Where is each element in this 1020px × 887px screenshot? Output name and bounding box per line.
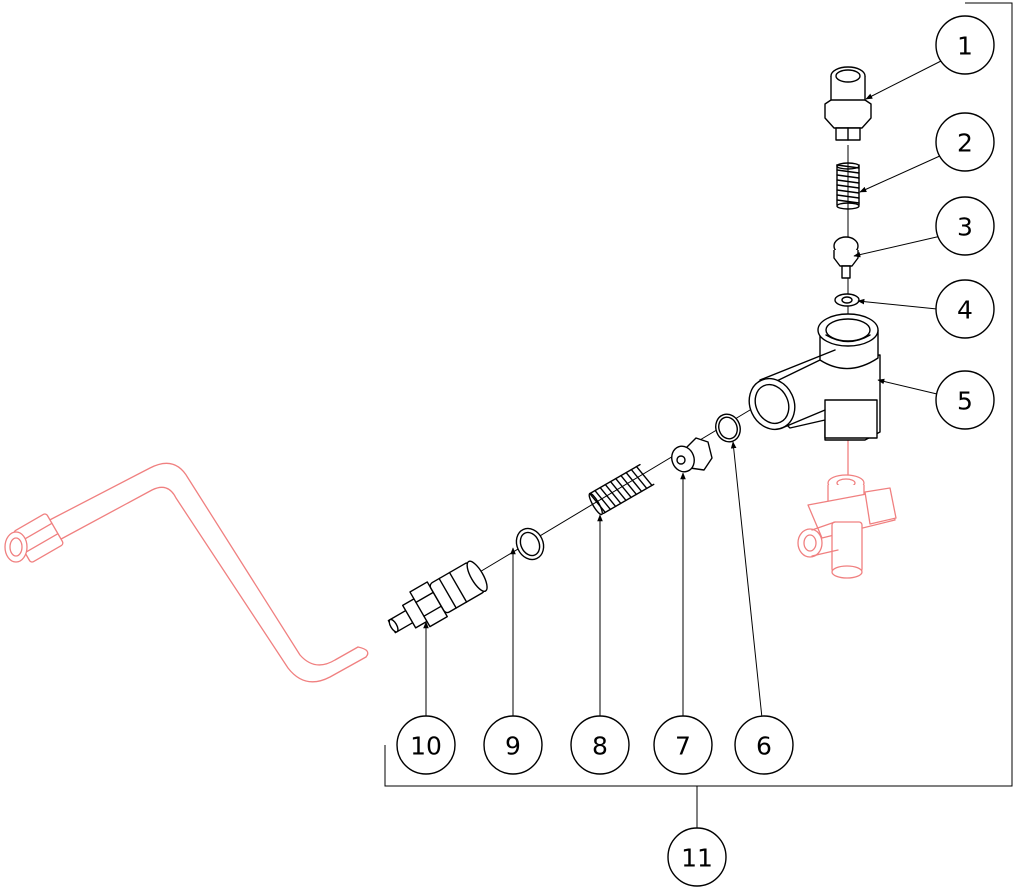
callout-8-label: 8 [592, 732, 608, 761]
part-9-o-ring [515, 527, 545, 561]
callout-5-label: 5 [957, 387, 973, 416]
part-7-valve-seat [671, 437, 713, 473]
callout-8: 8 [570, 715, 630, 775]
callout-6-label: 6 [756, 732, 772, 761]
callout-4: 4 [935, 279, 995, 339]
callout-10: 10 [396, 715, 456, 775]
callout-9-label: 9 [505, 732, 521, 761]
reference-tube [4, 462, 369, 683]
callout-2: 2 [935, 112, 995, 172]
callout-11-label: 11 [681, 844, 713, 873]
callout-6: 6 [734, 715, 794, 775]
callout-2-label: 2 [957, 129, 973, 158]
callout-3-label: 3 [957, 213, 973, 242]
callout-10-label: 10 [410, 732, 442, 761]
part-10-inlet-fitting [387, 560, 488, 634]
part-4-washer [834, 293, 860, 307]
callout-5: 5 [935, 370, 995, 430]
callout-1: 1 [935, 15, 995, 75]
kit-bracket [384, 2, 1013, 832]
part-1-check-valve-cap [824, 66, 872, 141]
callout-7: 7 [653, 715, 713, 775]
part-3-poppet [833, 236, 859, 279]
part-6-o-ring [715, 413, 741, 443]
callout-7-label: 7 [675, 732, 691, 761]
leader-lines [423, 59, 944, 719]
part-8-spring [588, 463, 655, 516]
callout-9: 9 [483, 715, 543, 775]
part-2-spring [836, 162, 860, 210]
reference-tee-valve [797, 439, 897, 579]
callout-1-label: 1 [957, 32, 973, 61]
callout-4-label: 4 [957, 296, 973, 325]
callout-11: 11 [667, 827, 727, 887]
callout-3: 3 [935, 196, 995, 256]
part-5-elbow-body [748, 313, 881, 441]
